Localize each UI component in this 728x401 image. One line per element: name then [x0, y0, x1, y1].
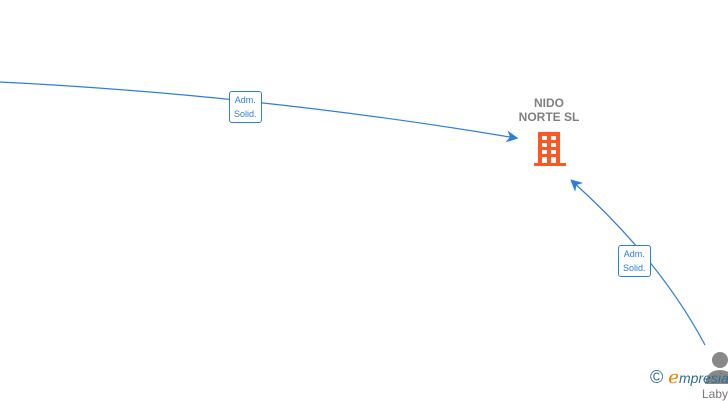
edge-label-1-line2: Solid. — [234, 109, 257, 119]
company-name-line2: NORTE SL — [518, 110, 580, 124]
brand-rest: mpresia — [678, 370, 728, 386]
person-icon[interactable] — [705, 350, 728, 386]
brand-e: e — [668, 367, 679, 388]
person-name[interactable]: Labyo — [702, 387, 728, 401]
building-icon[interactable] — [534, 132, 566, 166]
edge-label-2-line2: Solid. — [623, 263, 646, 273]
company-name[interactable]: NIDO NORTE SL — [508, 96, 590, 124]
watermark-logo: © empresia — [650, 367, 728, 388]
edge-label-2-line1: Adm. — [623, 249, 645, 259]
copyright-symbol: © — [650, 367, 664, 387]
edge-label-2: Adm. Solid. — [618, 245, 651, 277]
edge-label-1-line1: Adm. — [234, 95, 256, 105]
edge-label-1: Adm. Solid. — [229, 91, 262, 123]
company-name-line1: NIDO — [534, 96, 564, 110]
